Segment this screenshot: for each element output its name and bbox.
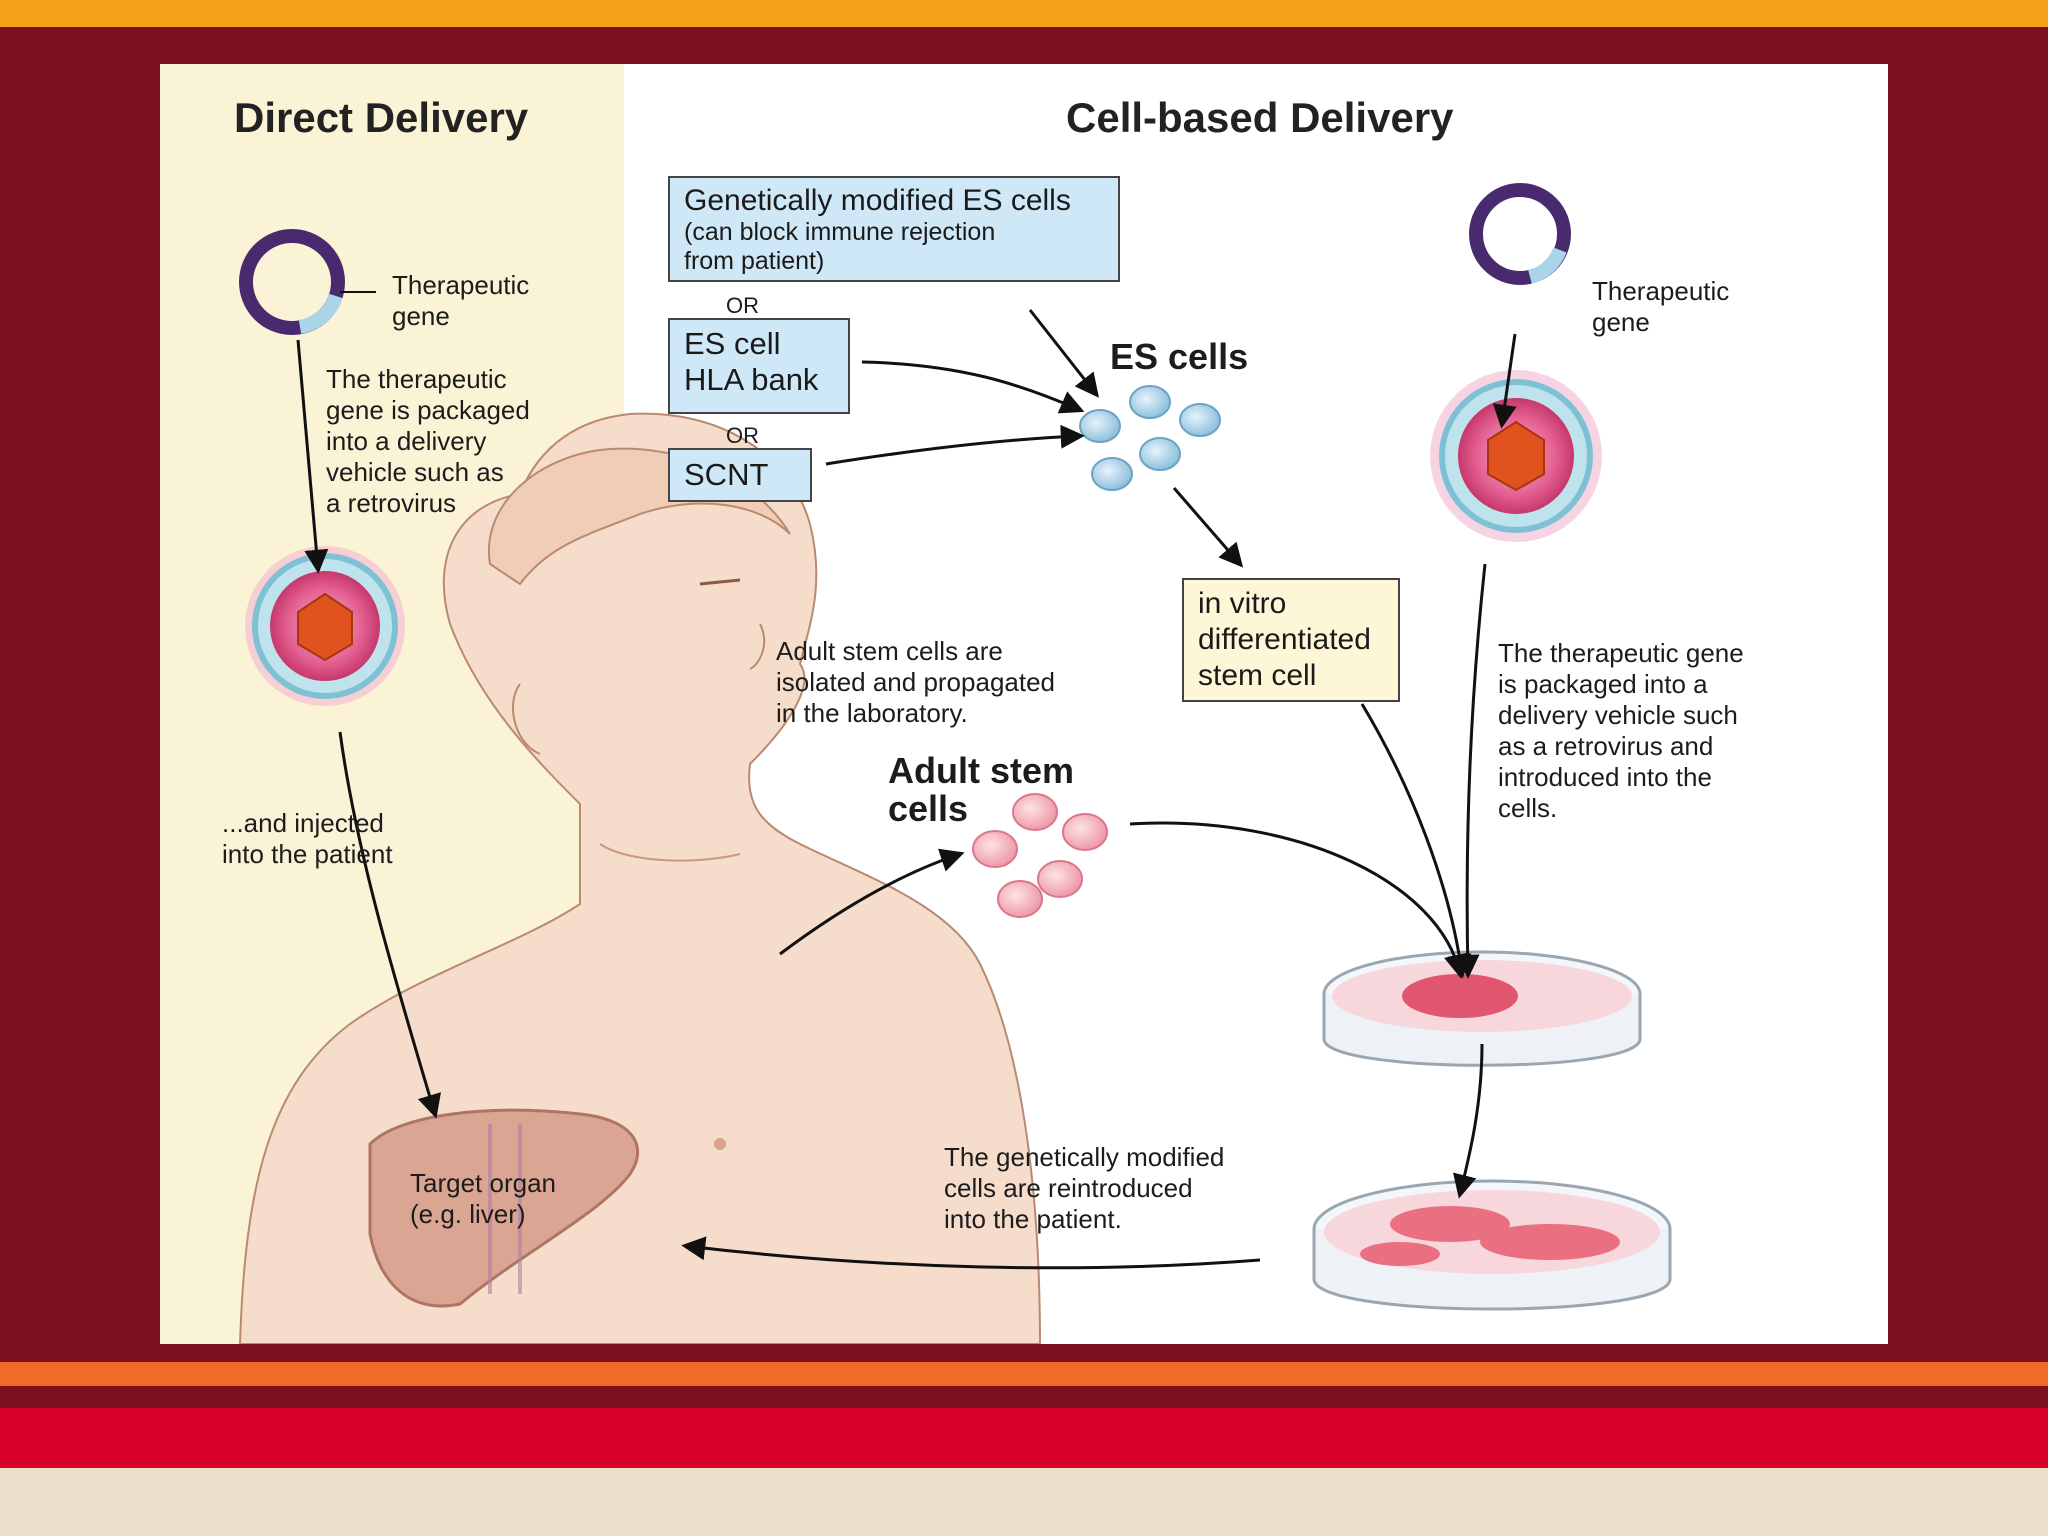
- retrovirus-right-icon: [1430, 370, 1602, 542]
- arrow-modified-to-es: [1028, 309, 1099, 398]
- arrow-hla-to-es: [861, 360, 1085, 414]
- adult-isolated-text: Adult stem cells are isolated and propag…: [776, 636, 1056, 728]
- arrow-dish-to-patient: [681, 1236, 1261, 1270]
- plasmid-left-icon: [239, 229, 345, 335]
- target-organ-label: Target organ (e.g. liver): [410, 1168, 556, 1229]
- petri-dish-upper: [1322, 950, 1642, 1067]
- packaged-text-right: The therapeutic gene is packaged into a …: [1498, 638, 1744, 823]
- bottom-maroon-band: [0, 1386, 2048, 1408]
- arrow-patient-to-adult: [779, 848, 965, 956]
- or-label-1: OR: [726, 293, 759, 318]
- arrow-virus-to-dish: [1455, 563, 1487, 979]
- es-cell-hla-bank-box: ES cell HLA bank: [668, 318, 850, 414]
- bottom-red-band: [0, 1408, 2048, 1468]
- es-cells-label: ES cells: [1110, 336, 1249, 377]
- in-vitro-differentiated-box: in vitro differentiated stem cell: [1182, 578, 1400, 702]
- diagram-panel: Direct Delivery Cell-based Delivery Ther…: [160, 64, 1888, 1344]
- arrow-gene-to-virus-right: [1492, 333, 1517, 429]
- arrow-invitro-to-dish: [1360, 703, 1472, 979]
- top-accent-band: [0, 0, 2048, 27]
- scnt-box: SCNT: [668, 448, 812, 502]
- patient-figure: [238, 412, 1042, 1344]
- es-cells-cluster: [1079, 385, 1221, 491]
- diagram-artwork: [238, 183, 1672, 1344]
- therapeutic-gene-label-left: Therapeutic gene: [392, 270, 530, 331]
- packaged-text-left: The therapeutic gene is packaged into a …: [326, 364, 530, 518]
- plasmid-right-icon: [1469, 183, 1571, 285]
- bottom-orange-band: [0, 1362, 2048, 1386]
- petri-dish-lower: [1312, 1179, 1672, 1311]
- arrow-es-to-invitro: [1172, 487, 1244, 568]
- genetically-modified-es-title: Genetically modified ES cells: [684, 184, 1071, 217]
- therapeutic-gene-label-right: Therapeutic gene: [1592, 276, 1730, 337]
- arrow-scnt-to-es: [825, 424, 1085, 466]
- genetically-modified-es-box: Genetically modified ES cells (can block…: [668, 176, 1120, 282]
- bottom-beige-band: [0, 1468, 2048, 1536]
- arrow-adult-to-dish: [1129, 821, 1468, 979]
- direct-delivery-heading: Direct Delivery: [234, 94, 529, 141]
- or-label-2: OR: [726, 423, 759, 448]
- reintroduced-text: The genetically modified cells are reint…: [944, 1142, 1225, 1234]
- adult-stem-cells-cluster: [972, 793, 1108, 918]
- injected-text: ...and injected into the patient: [222, 808, 393, 869]
- arrow-gene-to-virus: [296, 339, 329, 574]
- retrovirus-left-icon: [245, 546, 405, 706]
- genetically-modified-es-subtitle: (can block immune rejection from patient…: [684, 218, 996, 275]
- arrow-dish-to-dish: [1453, 1043, 1484, 1199]
- arrow-virus-to-organ: [338, 731, 441, 1119]
- cell-based-delivery-heading: Cell-based Delivery: [1066, 94, 1454, 141]
- adult-stem-cells-label: Adult stem cells: [888, 750, 1075, 829]
